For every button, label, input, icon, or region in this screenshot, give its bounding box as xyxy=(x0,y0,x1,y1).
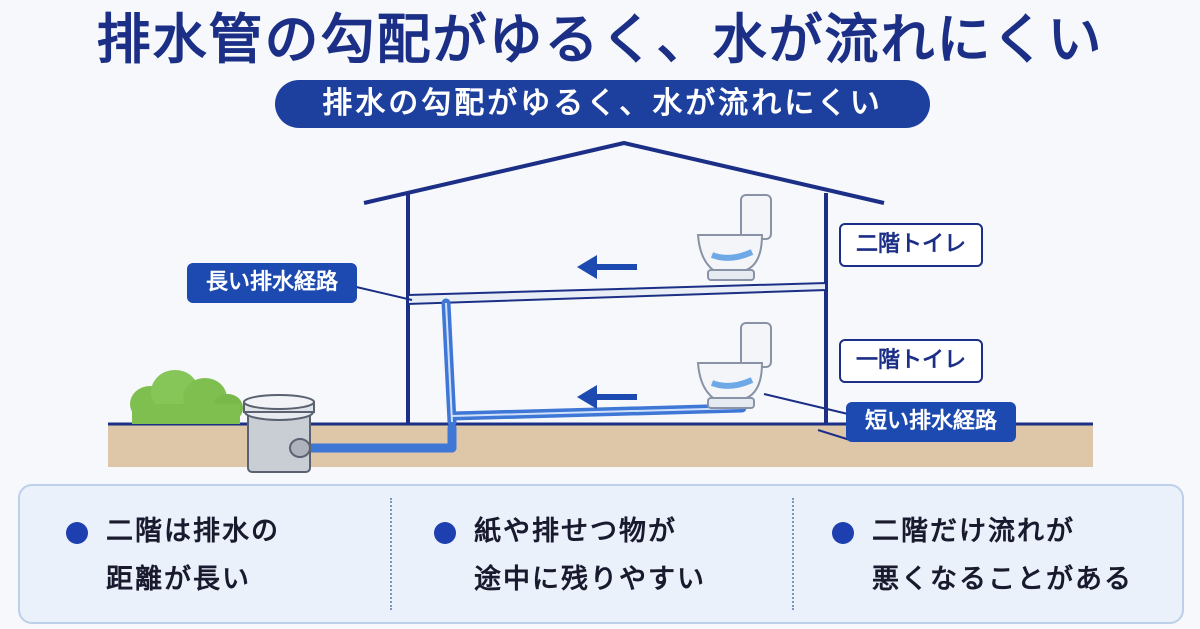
key-points-panel: 二階は排水の 距離が長い 紙や排せつ物が 途中に残りやすい 二階だけ流れが 悪く… xyxy=(18,484,1184,624)
left-arrow-icon-lower xyxy=(577,385,637,409)
left-arrow-icon-upper xyxy=(577,255,637,279)
short-route-label: 短い排水経路 xyxy=(846,402,1016,442)
bullet-icon xyxy=(66,522,88,544)
point-item: 二階は排水の 距離が長い xyxy=(66,486,396,622)
point-item: 紙や排せつ物が 途中に残りやすい xyxy=(434,486,784,622)
long-route-label: 長い排水経路 xyxy=(187,263,357,303)
subtitle-banner: 排水の勾配がゆるく、水が流れにくい xyxy=(275,80,930,128)
page-title: 排水管の勾配がゆるく、水が流れにくい xyxy=(96,8,1104,71)
catch-basin-icon xyxy=(243,394,315,473)
short-route-leader xyxy=(763,393,849,415)
point-line: 二階は排水の xyxy=(106,516,280,547)
column-divider xyxy=(792,498,794,610)
second-floor-slab xyxy=(407,281,827,306)
point-line: 悪くなることがある xyxy=(872,564,1133,595)
point-line: 途中に残りやすい xyxy=(474,564,706,595)
shrub-icon xyxy=(130,370,243,424)
point-line: 紙や排せつ物が xyxy=(474,516,677,547)
point-line: 二階だけ流れが xyxy=(872,516,1075,547)
toilet-icon-upper xyxy=(696,194,772,281)
house-drainage-diagram xyxy=(108,141,1093,473)
column-divider xyxy=(390,498,392,610)
toilet-icon-lower xyxy=(696,322,772,409)
bullet-icon xyxy=(434,522,456,544)
long-route-leader xyxy=(351,285,413,301)
point-item: 二階だけ流れが 悪くなることがある xyxy=(832,486,1172,622)
second-floor-toilet-label: 二階トイレ xyxy=(839,223,983,267)
first-floor-toilet-label: 一階トイレ xyxy=(839,339,983,383)
bullet-icon xyxy=(832,522,854,544)
point-line: 距離が長い xyxy=(106,564,251,595)
roof xyxy=(363,141,885,205)
